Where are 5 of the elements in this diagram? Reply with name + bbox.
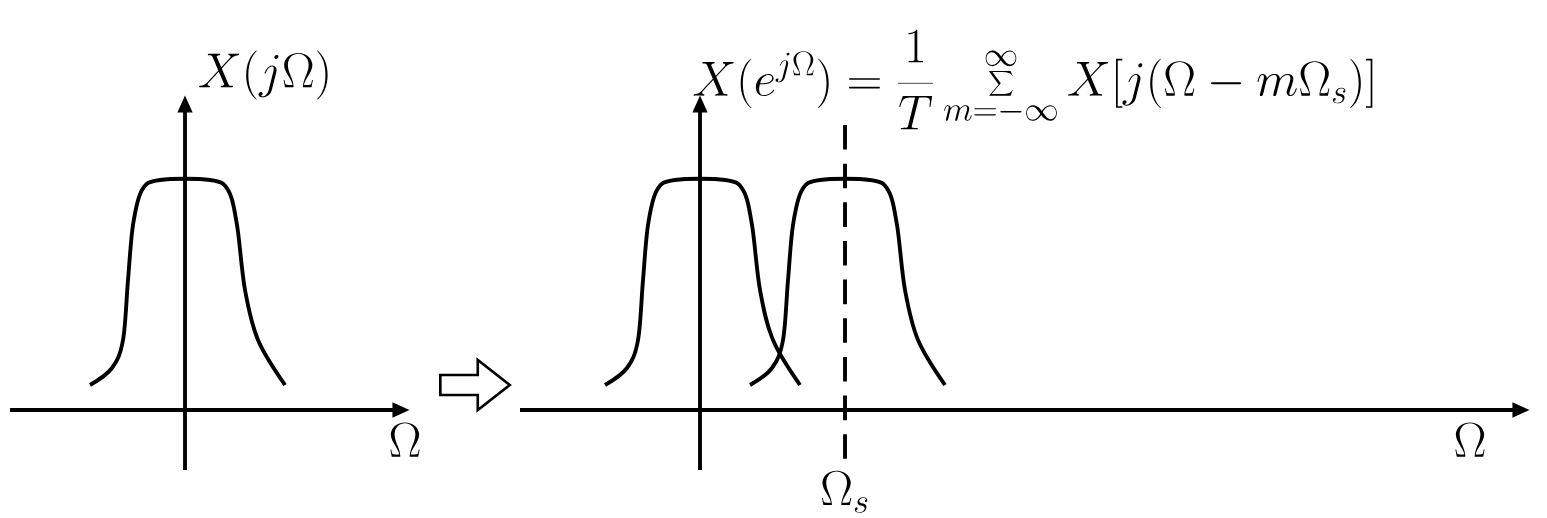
axis-label: $\Omega$	[1455, 422, 1485, 457]
axis-label: $\Omega_s$	[822, 470, 868, 513]
hollow-arrow	[439, 357, 512, 413]
axis-label: $\Omega$	[390, 422, 420, 457]
formula: $X(e^{j\Omega})=\frac{1}{T}\sum_{m=-\infty}^{\infty}X[j(\Omega-m\Omega_s)]$	[693, 29, 1373, 130]
